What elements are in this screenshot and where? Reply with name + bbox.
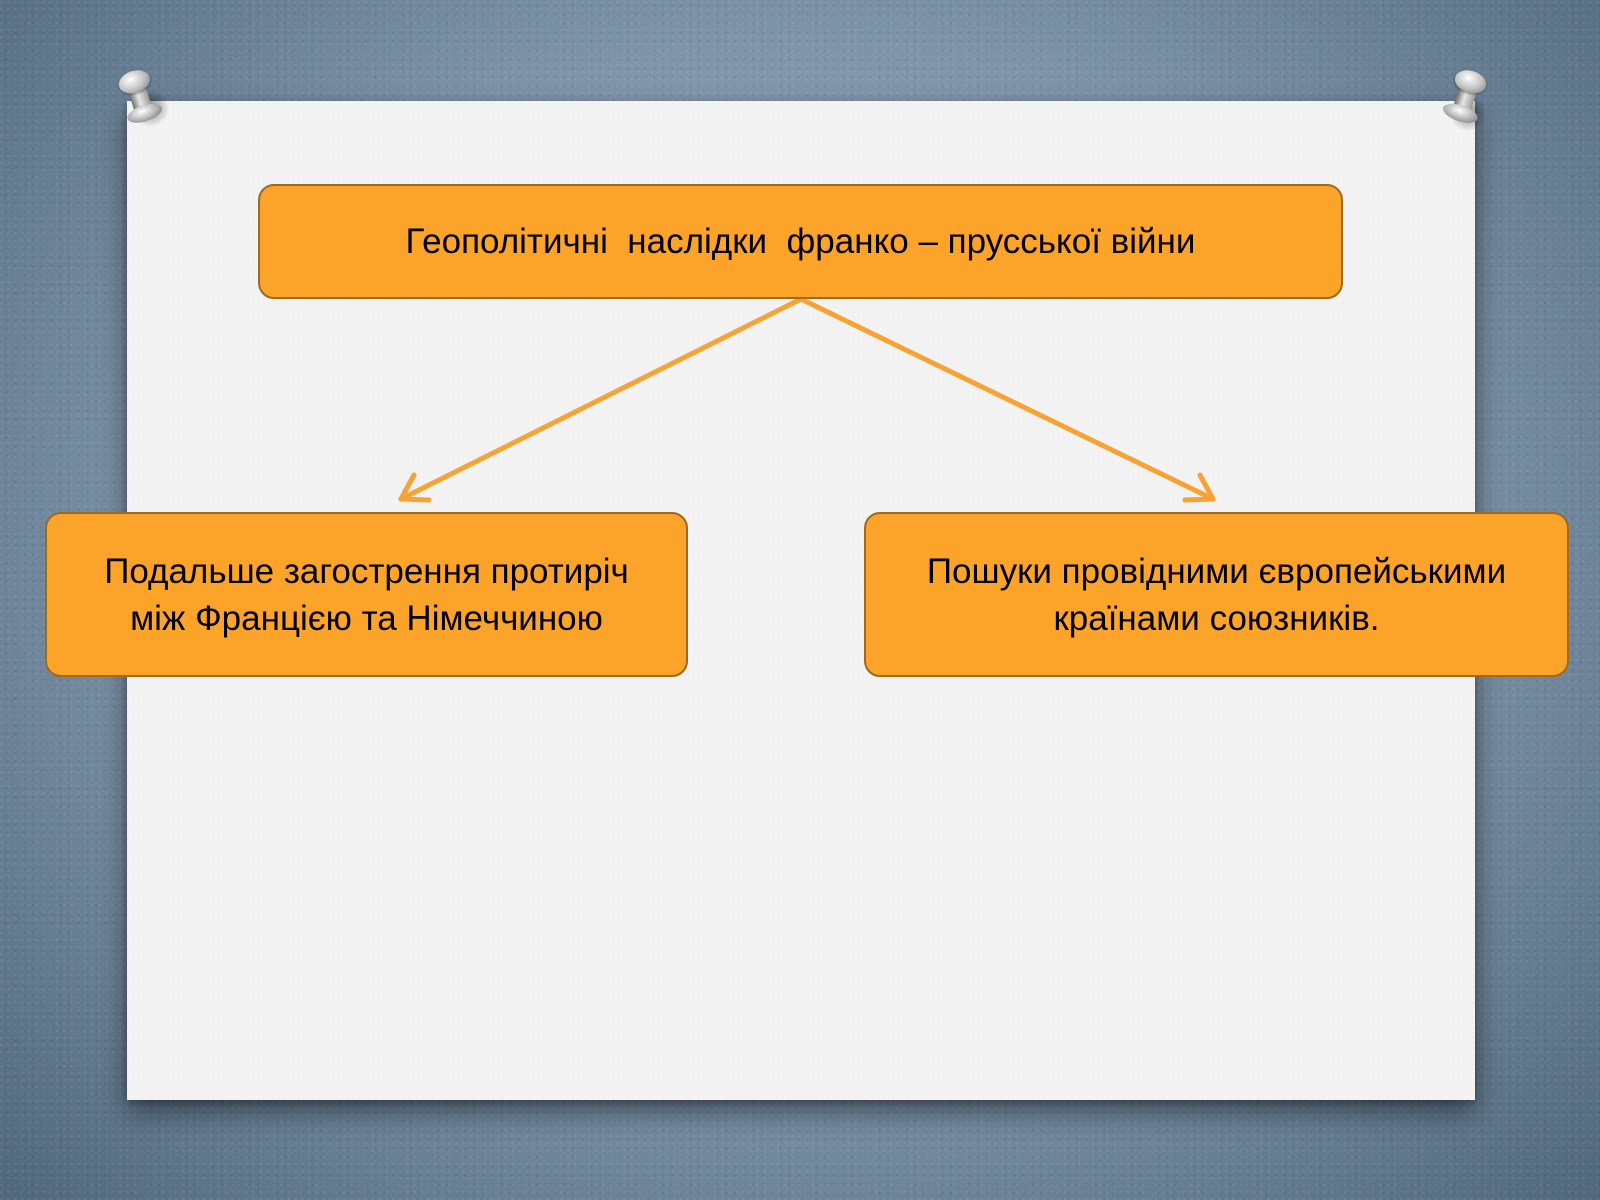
child-node-left-box: Подальше загострення протиріч між Франці… [45,512,688,677]
child-node-right-box: Пошуки провідними європейськими країнами… [864,512,1569,677]
root-node-box: Геополітичні наслідки франко – прусської… [258,184,1343,299]
pushpin-icon [110,65,175,134]
child-node-left-label: Подальше загострення протиріч між Франці… [104,551,629,638]
child-node-right-label: Пошуки провідними європейськими країнами… [926,551,1507,638]
root-node-label: Геополітичні наслідки франко – прусської… [405,222,1196,261]
